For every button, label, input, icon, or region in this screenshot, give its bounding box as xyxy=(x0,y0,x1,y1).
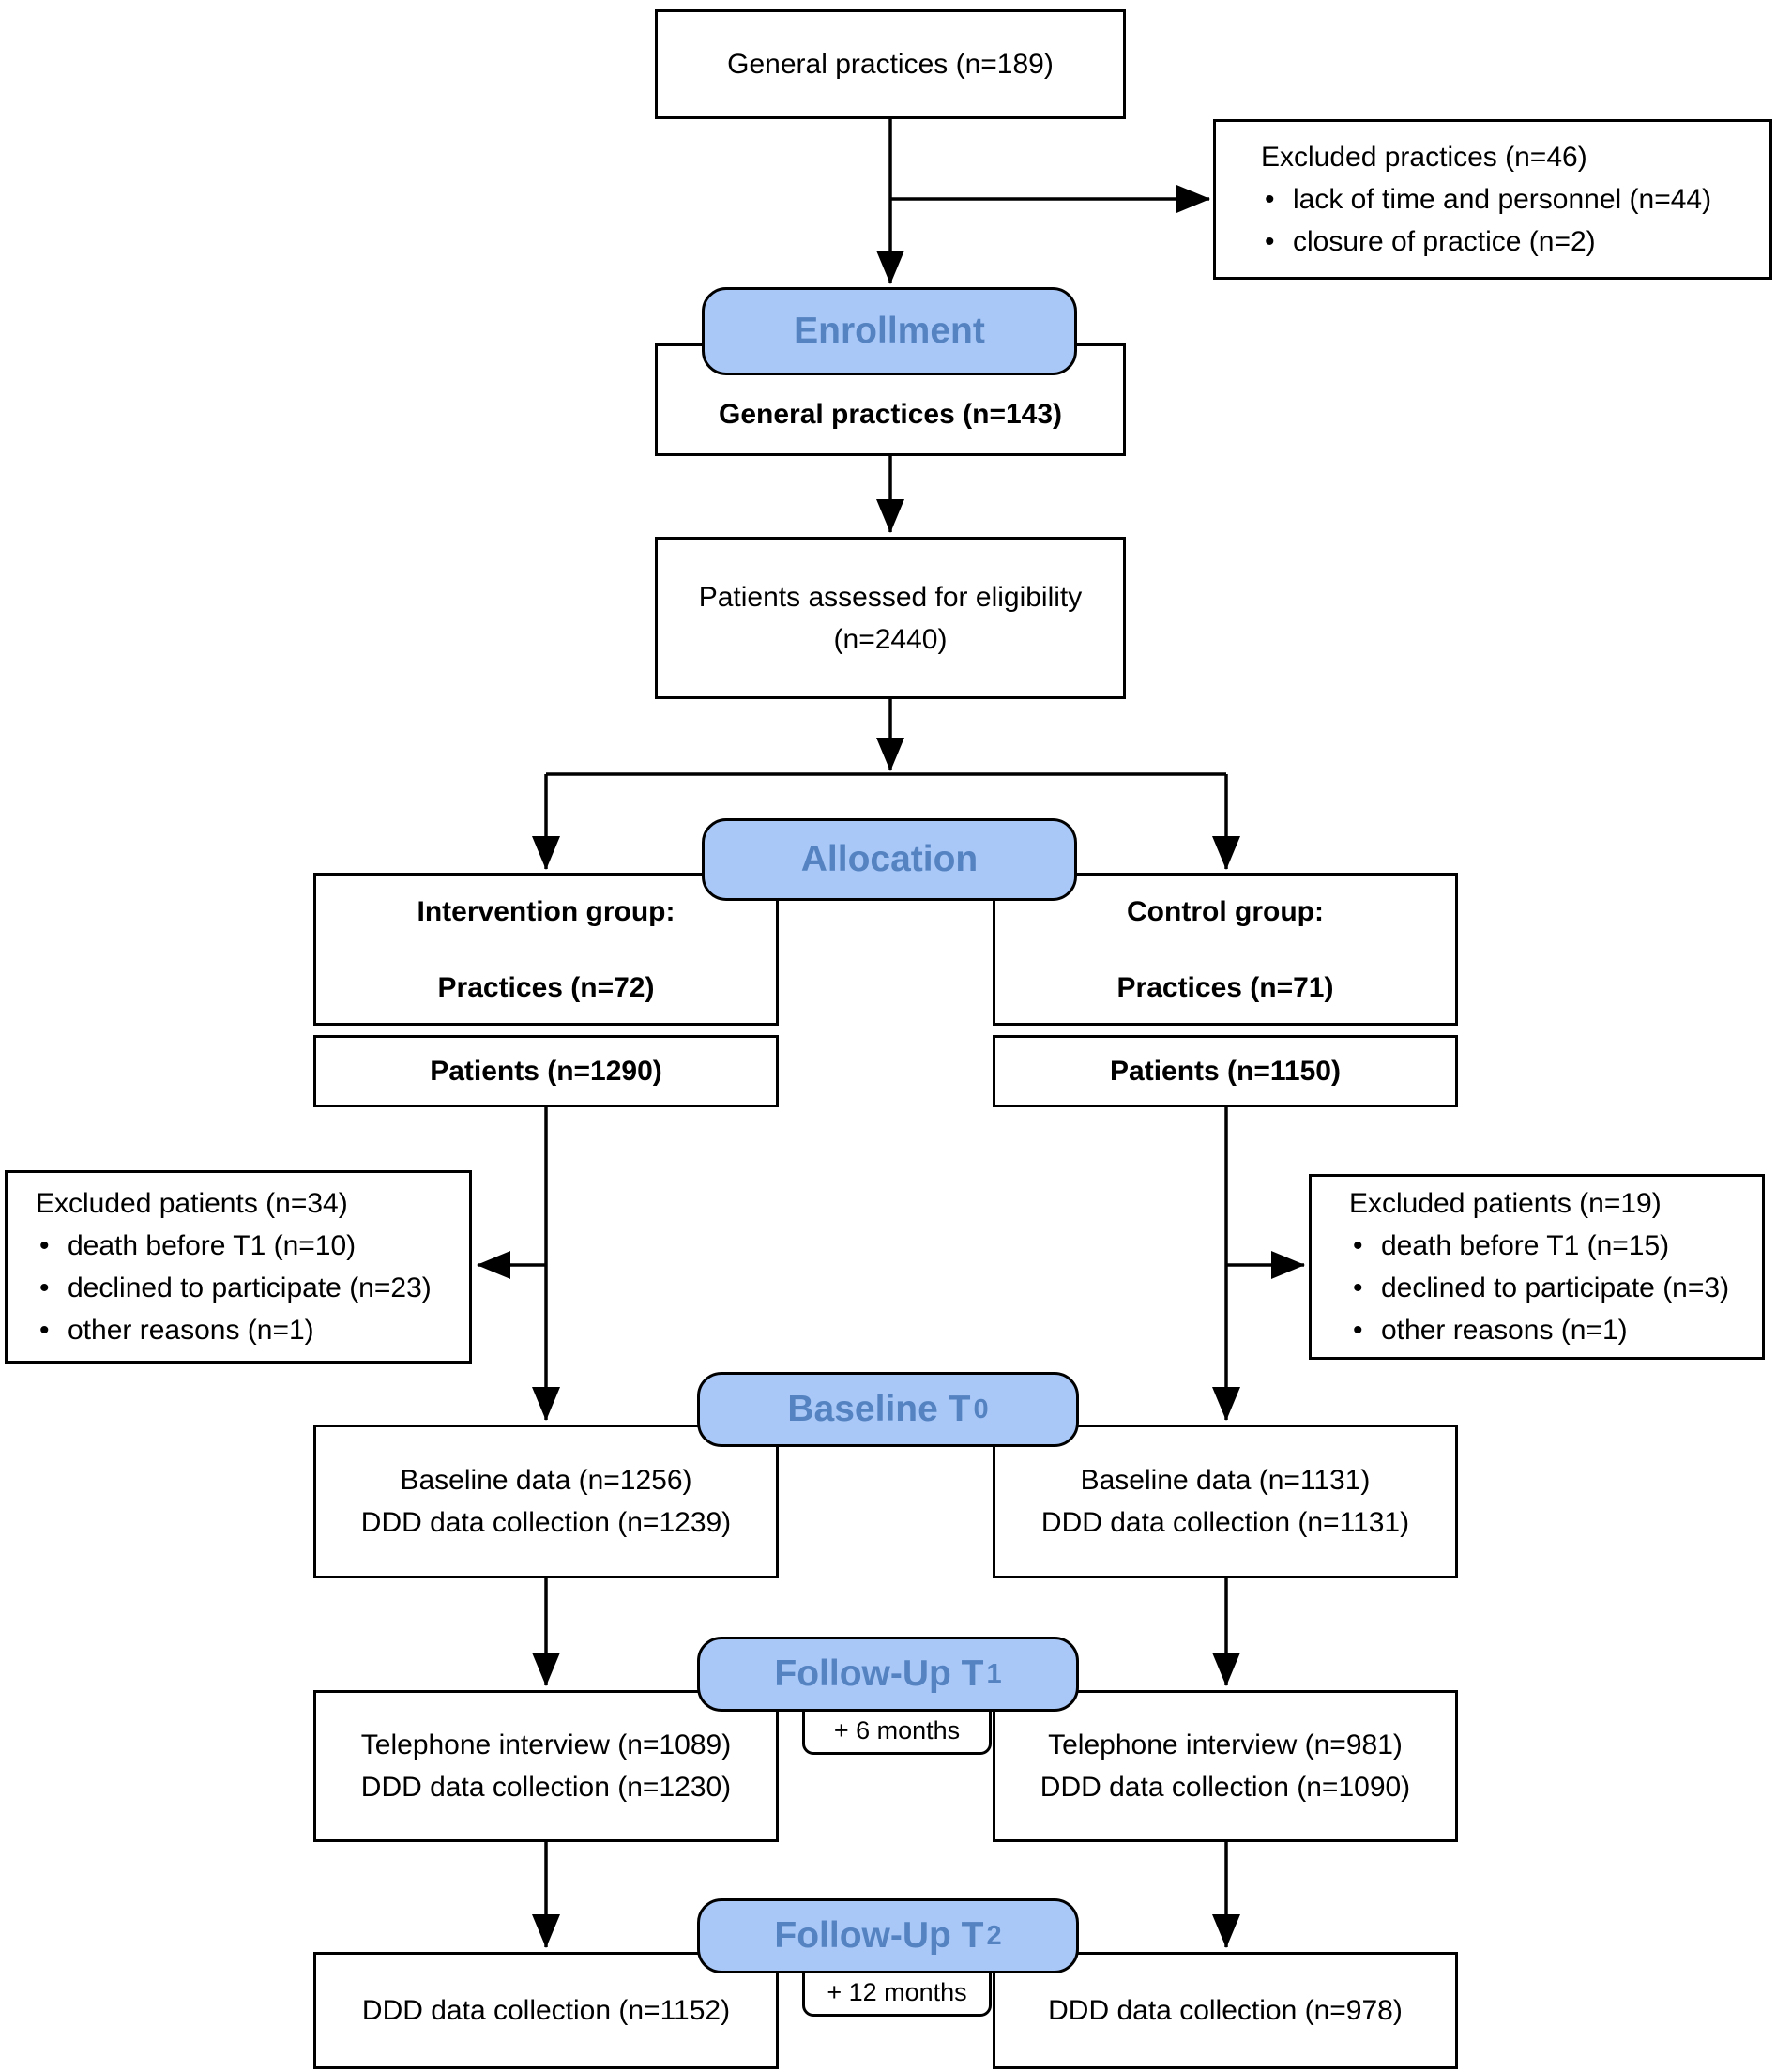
followup2-control-line1: DDD data collection (n=978) xyxy=(1048,1995,1403,2026)
stage-enrollment: Enrollment xyxy=(702,287,1077,375)
stage-followup1-label: Follow-Up T xyxy=(774,1653,984,1694)
box-excluded-intervention: Excluded patients (n=34) death before T1… xyxy=(5,1170,472,1364)
box-followup2-control: DDD data collection (n=978) xyxy=(993,1952,1458,2069)
followup1-control-line2: DDD data collection (n=1090) xyxy=(1040,1772,1411,1803)
patients-control-text: Patients (n=1150) xyxy=(1110,1056,1341,1087)
stage-allocation: Allocation xyxy=(702,818,1077,901)
followup1-control-line1: Telephone interview (n=981) xyxy=(1048,1729,1403,1760)
box-eligibility: Patients assessed for eligibility (n=244… xyxy=(655,537,1126,699)
plus-12-months-text: + 12 months xyxy=(827,1977,967,2006)
box-followup1-control: Telephone interview (n=981) DDD data col… xyxy=(993,1690,1458,1842)
excluded-practices-bullet: closure of practice (n=2) xyxy=(1261,221,1596,263)
baseline-intervention-line1: Baseline data (n=1256) xyxy=(400,1465,692,1496)
box-intervention-group: Intervention group: Practices (n=72) xyxy=(313,873,779,1026)
excluded-control-bullet: death before T1 (n=15) xyxy=(1349,1225,1669,1267)
excluded-control-bullet: other reasons (n=1) xyxy=(1349,1309,1628,1351)
excluded-intervention-bullet: declined to participate (n=23) xyxy=(36,1267,432,1309)
excluded-control-title: Excluded patients (n=19) xyxy=(1349,1188,1662,1219)
eligibility-line2: (n=2440) xyxy=(833,623,948,655)
control-group-title: Control group: xyxy=(1127,895,1324,927)
excluded-intervention-title: Excluded patients (n=34) xyxy=(36,1188,348,1219)
followup1-intervention-line2: DDD data collection (n=1230) xyxy=(360,1772,732,1803)
excluded-intervention-bullet: death before T1 (n=10) xyxy=(36,1225,356,1267)
excluded-practices-title: Excluded practices (n=46) xyxy=(1261,142,1587,173)
box-followup1-intervention: Telephone interview (n=1089) DDD data co… xyxy=(313,1690,779,1842)
box-followup2-intervention: DDD data collection (n=1152) xyxy=(313,1952,779,2069)
stage-baseline-label: Baseline T xyxy=(787,1389,971,1429)
box-patients-intervention: Patients (n=1290) xyxy=(313,1035,779,1107)
excluded-practices-bullet: lack of time and personnel (n=44) xyxy=(1261,178,1711,221)
general-practices-enrolled-text: General practices (n=143) xyxy=(718,398,1063,430)
stage-allocation-label: Allocation xyxy=(800,839,979,879)
stage-enrollment-label: Enrollment xyxy=(794,311,985,351)
box-general-practices-total: General practices (n=189) xyxy=(655,9,1126,119)
stage-followup2-label: Follow-Up T xyxy=(774,1915,984,1956)
stage-followup2-sub: 2 xyxy=(986,1920,1002,1951)
patients-intervention-text: Patients (n=1290) xyxy=(430,1056,662,1087)
followup1-intervention-line1: Telephone interview (n=1089) xyxy=(360,1729,732,1760)
excluded-intervention-bullet: other reasons (n=1) xyxy=(36,1309,314,1351)
plus-6-months-text: + 6 months xyxy=(833,1715,961,1744)
box-control-group: Control group: Practices (n=71) xyxy=(993,873,1458,1026)
control-practices: Practices (n=71) xyxy=(1116,971,1334,1003)
box-excluded-practices: Excluded practices (n=46) lack of time a… xyxy=(1213,119,1772,280)
box-patients-control: Patients (n=1150) xyxy=(993,1035,1458,1107)
intervention-practices: Practices (n=72) xyxy=(437,971,655,1003)
eligibility-line1: Patients assessed for eligibility xyxy=(698,581,1083,613)
box-baseline-intervention: Baseline data (n=1256) DDD data collecti… xyxy=(313,1424,779,1578)
general-practices-total-text: General practices (n=189) xyxy=(727,49,1054,80)
intervention-group-title: Intervention group: xyxy=(417,895,675,927)
box-baseline-control: Baseline data (n=1131) DDD data collecti… xyxy=(993,1424,1458,1578)
stage-followup1-sub: 1 xyxy=(986,1658,1002,1689)
excluded-control-bullet: declined to participate (n=3) xyxy=(1349,1267,1729,1309)
baseline-intervention-line2: DDD data collection (n=1239) xyxy=(360,1507,732,1538)
followup2-intervention-line1: DDD data collection (n=1152) xyxy=(361,1995,731,2026)
box-excluded-control: Excluded patients (n=19) death before T1… xyxy=(1309,1174,1765,1360)
stage-baseline-sub: 0 xyxy=(973,1394,989,1424)
baseline-control-line2: DDD data collection (n=1131) xyxy=(1040,1507,1410,1538)
baseline-control-line1: Baseline data (n=1131) xyxy=(1080,1465,1371,1496)
